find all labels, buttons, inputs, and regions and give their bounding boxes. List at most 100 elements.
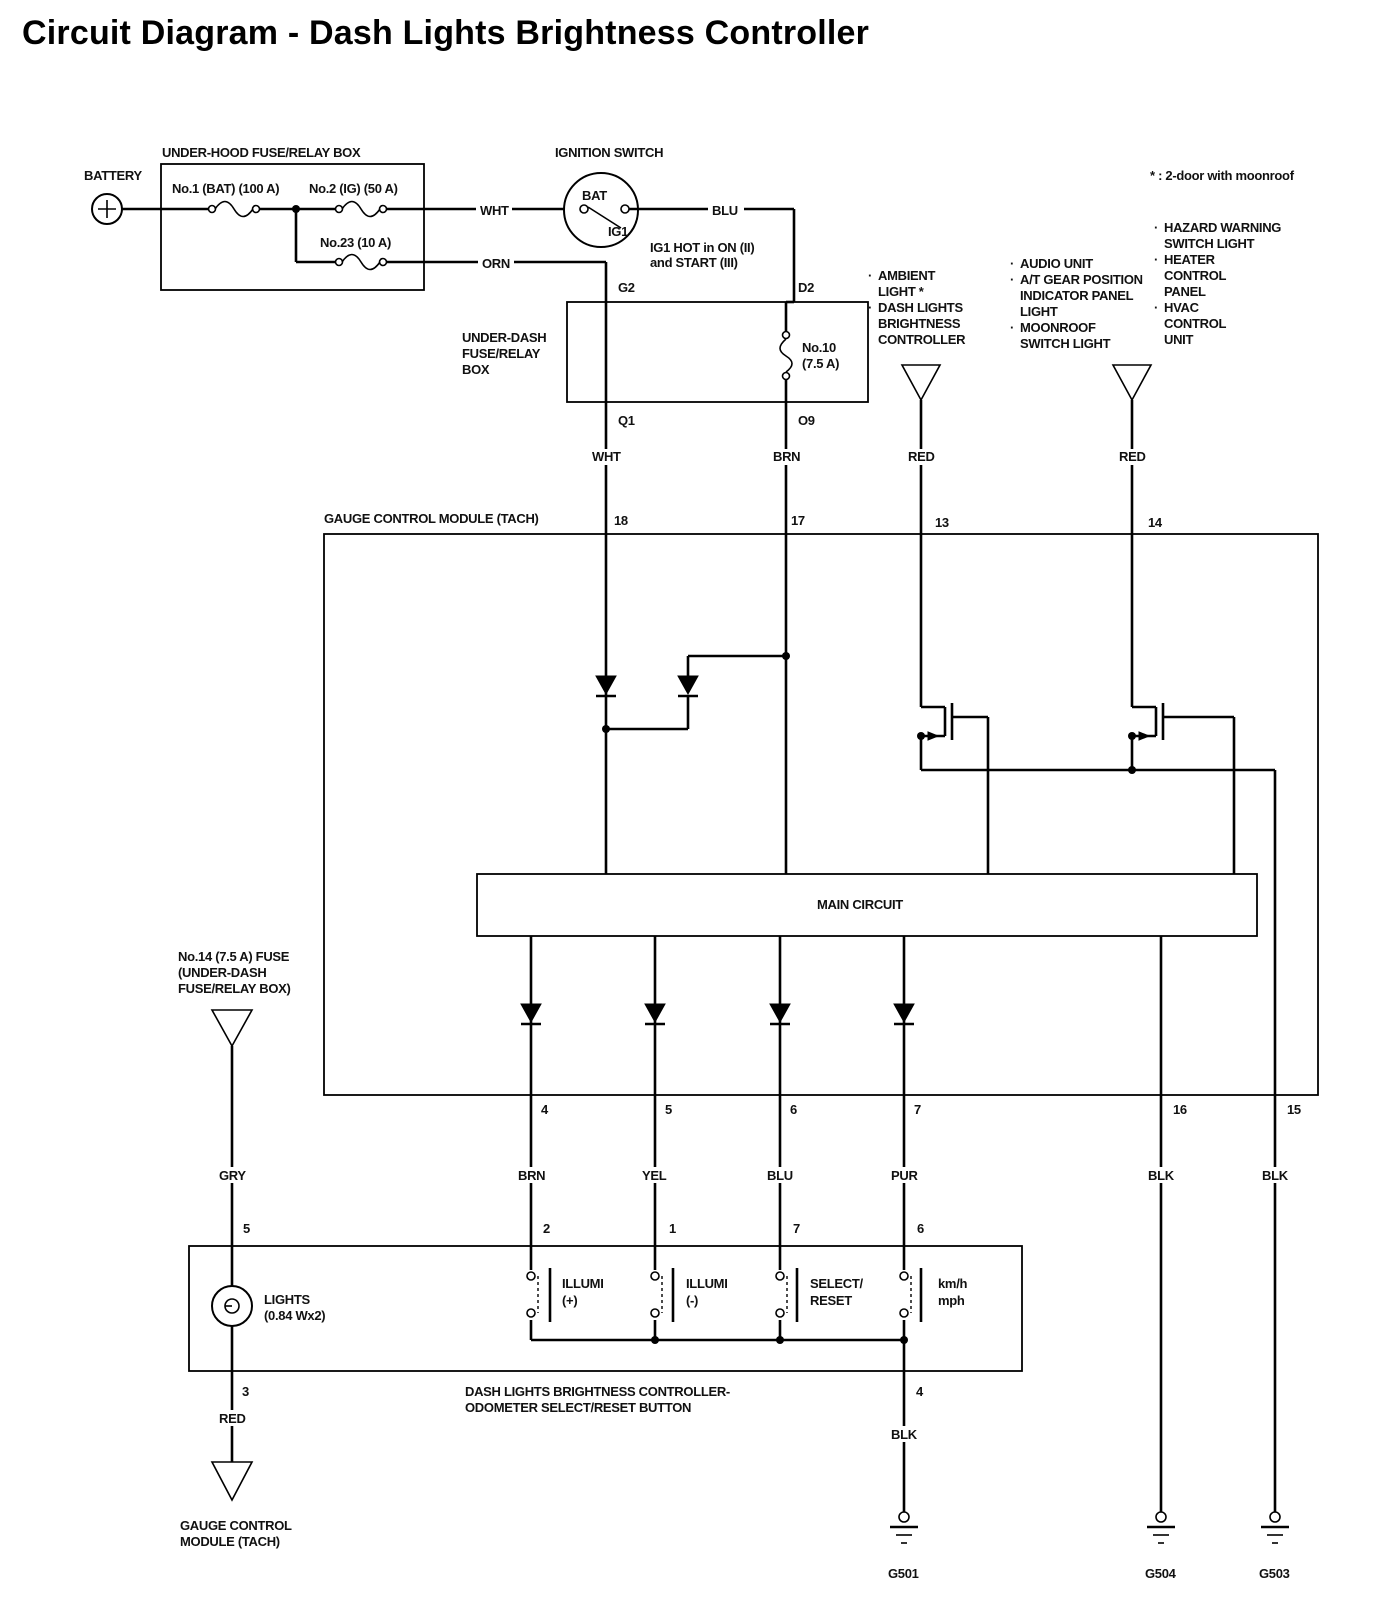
load-right-line-6: HVAC (1164, 300, 1200, 315)
pin-18: 18 (614, 513, 628, 528)
fuse-no23 (334, 253, 388, 271)
svg-text:·: · (1010, 320, 1014, 335)
underdash-fuse-relay-box (566, 301, 869, 403)
load-middle-line-3: INDICATOR PANEL (1020, 288, 1134, 303)
ground-g504-label: G504 (1145, 1566, 1177, 1581)
pin-14: 14 (1148, 515, 1163, 530)
pin-g2: G2 (618, 280, 635, 295)
load-left-line-2: LIGHT * (878, 284, 925, 299)
underhood-fuse-relay-box (160, 163, 425, 291)
sw4-label-a: km/h (938, 1276, 968, 1291)
transistor-13 (917, 703, 990, 874)
wire-red-13-label: RED (908, 449, 935, 464)
sw1-label-a: ILLUMI (562, 1276, 604, 1291)
pin-d2: D2 (798, 280, 814, 295)
diode-out-7 (893, 1003, 915, 1024)
sw1-label-b: (+) (562, 1293, 577, 1308)
svg-text:·: · (1010, 256, 1014, 271)
controller-label-1: DASH LIGHTS BRIGHTNESS CONTROLLER- (465, 1384, 730, 1399)
gauge-bottom-line-2: MODULE (TACH) (180, 1534, 280, 1549)
fuse-no10-rating: (7.5 A) (802, 356, 839, 371)
loads-left: AMBIENT LIGHT * DASH LIGHTS BRIGHTNESS C… (868, 268, 966, 347)
load-left-line-1: AMBIENT (878, 268, 935, 283)
output-diodes (520, 936, 915, 1512)
main-circuit (476, 873, 1258, 937)
main-circuit-label: MAIN CIRCUIT (817, 897, 903, 912)
pin-out-7: 7 (914, 1102, 921, 1117)
load-right-line-1: HAZARD WARNING (1164, 220, 1281, 235)
fuse-no2-label: No.2 (IG) (50 A) (309, 181, 398, 196)
wire-brn-label: BRN (773, 449, 800, 464)
fuse14-triangle (210, 1009, 254, 1048)
pin-out-16: 16 (1173, 1102, 1187, 1117)
ground-icon-g501 (890, 1511, 918, 1544)
lights-label-2: (0.84 Wx2) (264, 1308, 325, 1323)
pin-13: 13 (935, 515, 949, 530)
diode-out-6 (769, 1003, 791, 1024)
ctrl-pin-5: 5 (243, 1221, 250, 1236)
wire-gry-label: GRY (219, 1168, 246, 1183)
fuse-no1 (207, 200, 261, 218)
gauge-control-module (323, 533, 1319, 1096)
ground-icon-g503 (1261, 1511, 1289, 1544)
page-title: Circuit Diagram - Dash Lights Brightness… (22, 14, 870, 52)
ignition-switch: IGNITION SWITCH BAT IG1 (555, 145, 663, 248)
svg-text:·: · (868, 268, 872, 283)
load-middle-line-5: MOONROOF (1020, 320, 1096, 335)
ctrl-pin-1: 1 (669, 1221, 676, 1236)
loads-right: HAZARD WARNING SWITCH LIGHT HEATER CONTR… (1154, 220, 1282, 347)
battery: BATTERY (84, 168, 143, 225)
fuse-no2 (334, 200, 388, 218)
load-right-line-5: PANEL (1164, 284, 1206, 299)
pin-out-4: 4 (541, 1102, 549, 1117)
wire-red-bottom-label: RED (219, 1411, 246, 1426)
wire-yel-out: YEL (642, 1168, 667, 1183)
load-right-line-2: SWITCH LIGHT (1164, 236, 1255, 251)
wire-pur-out: PUR (891, 1168, 918, 1183)
bat-terminal-label: BAT (582, 188, 607, 203)
ctrl-pin-6: 6 (917, 1221, 924, 1236)
fuse-no23-label: No.23 (10 A) (320, 235, 391, 250)
loads-middle: AUDIO UNIT A/T GEAR POSITION INDICATOR P… (1010, 256, 1143, 351)
dash-lights-brightness-controller (188, 1245, 1023, 1372)
wire-blk-15: BLK (1262, 1168, 1289, 1183)
load-left-line-4: BRIGHTNESS (878, 316, 961, 331)
svg-text:·: · (1154, 300, 1158, 315)
svg-text:·: · (868, 300, 872, 315)
ground-g501-label: G501 (888, 1566, 919, 1581)
battery-label: BATTERY (84, 168, 142, 183)
pin-17: 17 (791, 513, 805, 528)
wire-brn-out: BRN (518, 1168, 545, 1183)
pin-o9: O9 (798, 413, 815, 428)
ground-g503-label: G503 (1259, 1566, 1290, 1581)
load-right-line-8: UNIT (1164, 332, 1193, 347)
load-middle-line-2: A/T GEAR POSITION (1020, 272, 1143, 287)
gauge-module-triangle (210, 1461, 254, 1502)
diode-pin17 (677, 675, 699, 698)
fuse14-line-1: No.14 (7.5 A) FUSE (178, 949, 290, 964)
wire-blu-label: BLU (712, 203, 738, 218)
svg-text:·: · (1154, 252, 1158, 267)
fuse-no1-label: No.1 (BAT) (100 A) (172, 181, 279, 196)
gauge-bottom-line-1: GAUGE CONTROL (180, 1518, 292, 1533)
gauge-module-label: GAUGE CONTROL MODULE (TACH) (324, 511, 539, 526)
diode-pin18 (595, 675, 617, 698)
load-right-line-7: CONTROL (1164, 316, 1227, 331)
pin-out-15: 15 (1287, 1102, 1301, 1117)
load-triangle-14 (1111, 364, 1153, 402)
sw4-label-b: mph (938, 1293, 965, 1308)
svg-text:·: · (1154, 220, 1158, 235)
pin-out-5: 5 (665, 1102, 672, 1117)
fuse14-line-3: FUSE/RELAY BOX) (178, 981, 291, 996)
pin-out-6: 6 (790, 1102, 797, 1117)
wire-red-14-label: RED (1119, 449, 1146, 464)
ignition-switch-label: IGNITION SWITCH (555, 145, 663, 160)
switch-select-reset: SELECT/ RESET (769, 1268, 864, 1322)
fuse14-line-2: (UNDER-DASH (178, 965, 266, 980)
ctrl-pin-4: 4 (916, 1384, 924, 1399)
transistor-14 (1128, 703, 1236, 874)
lights-label-1: LIGHTS (264, 1292, 310, 1307)
wire-orn-label: ORN (482, 256, 510, 271)
fuse-no10: No.10 (7.5 A) (779, 330, 839, 381)
